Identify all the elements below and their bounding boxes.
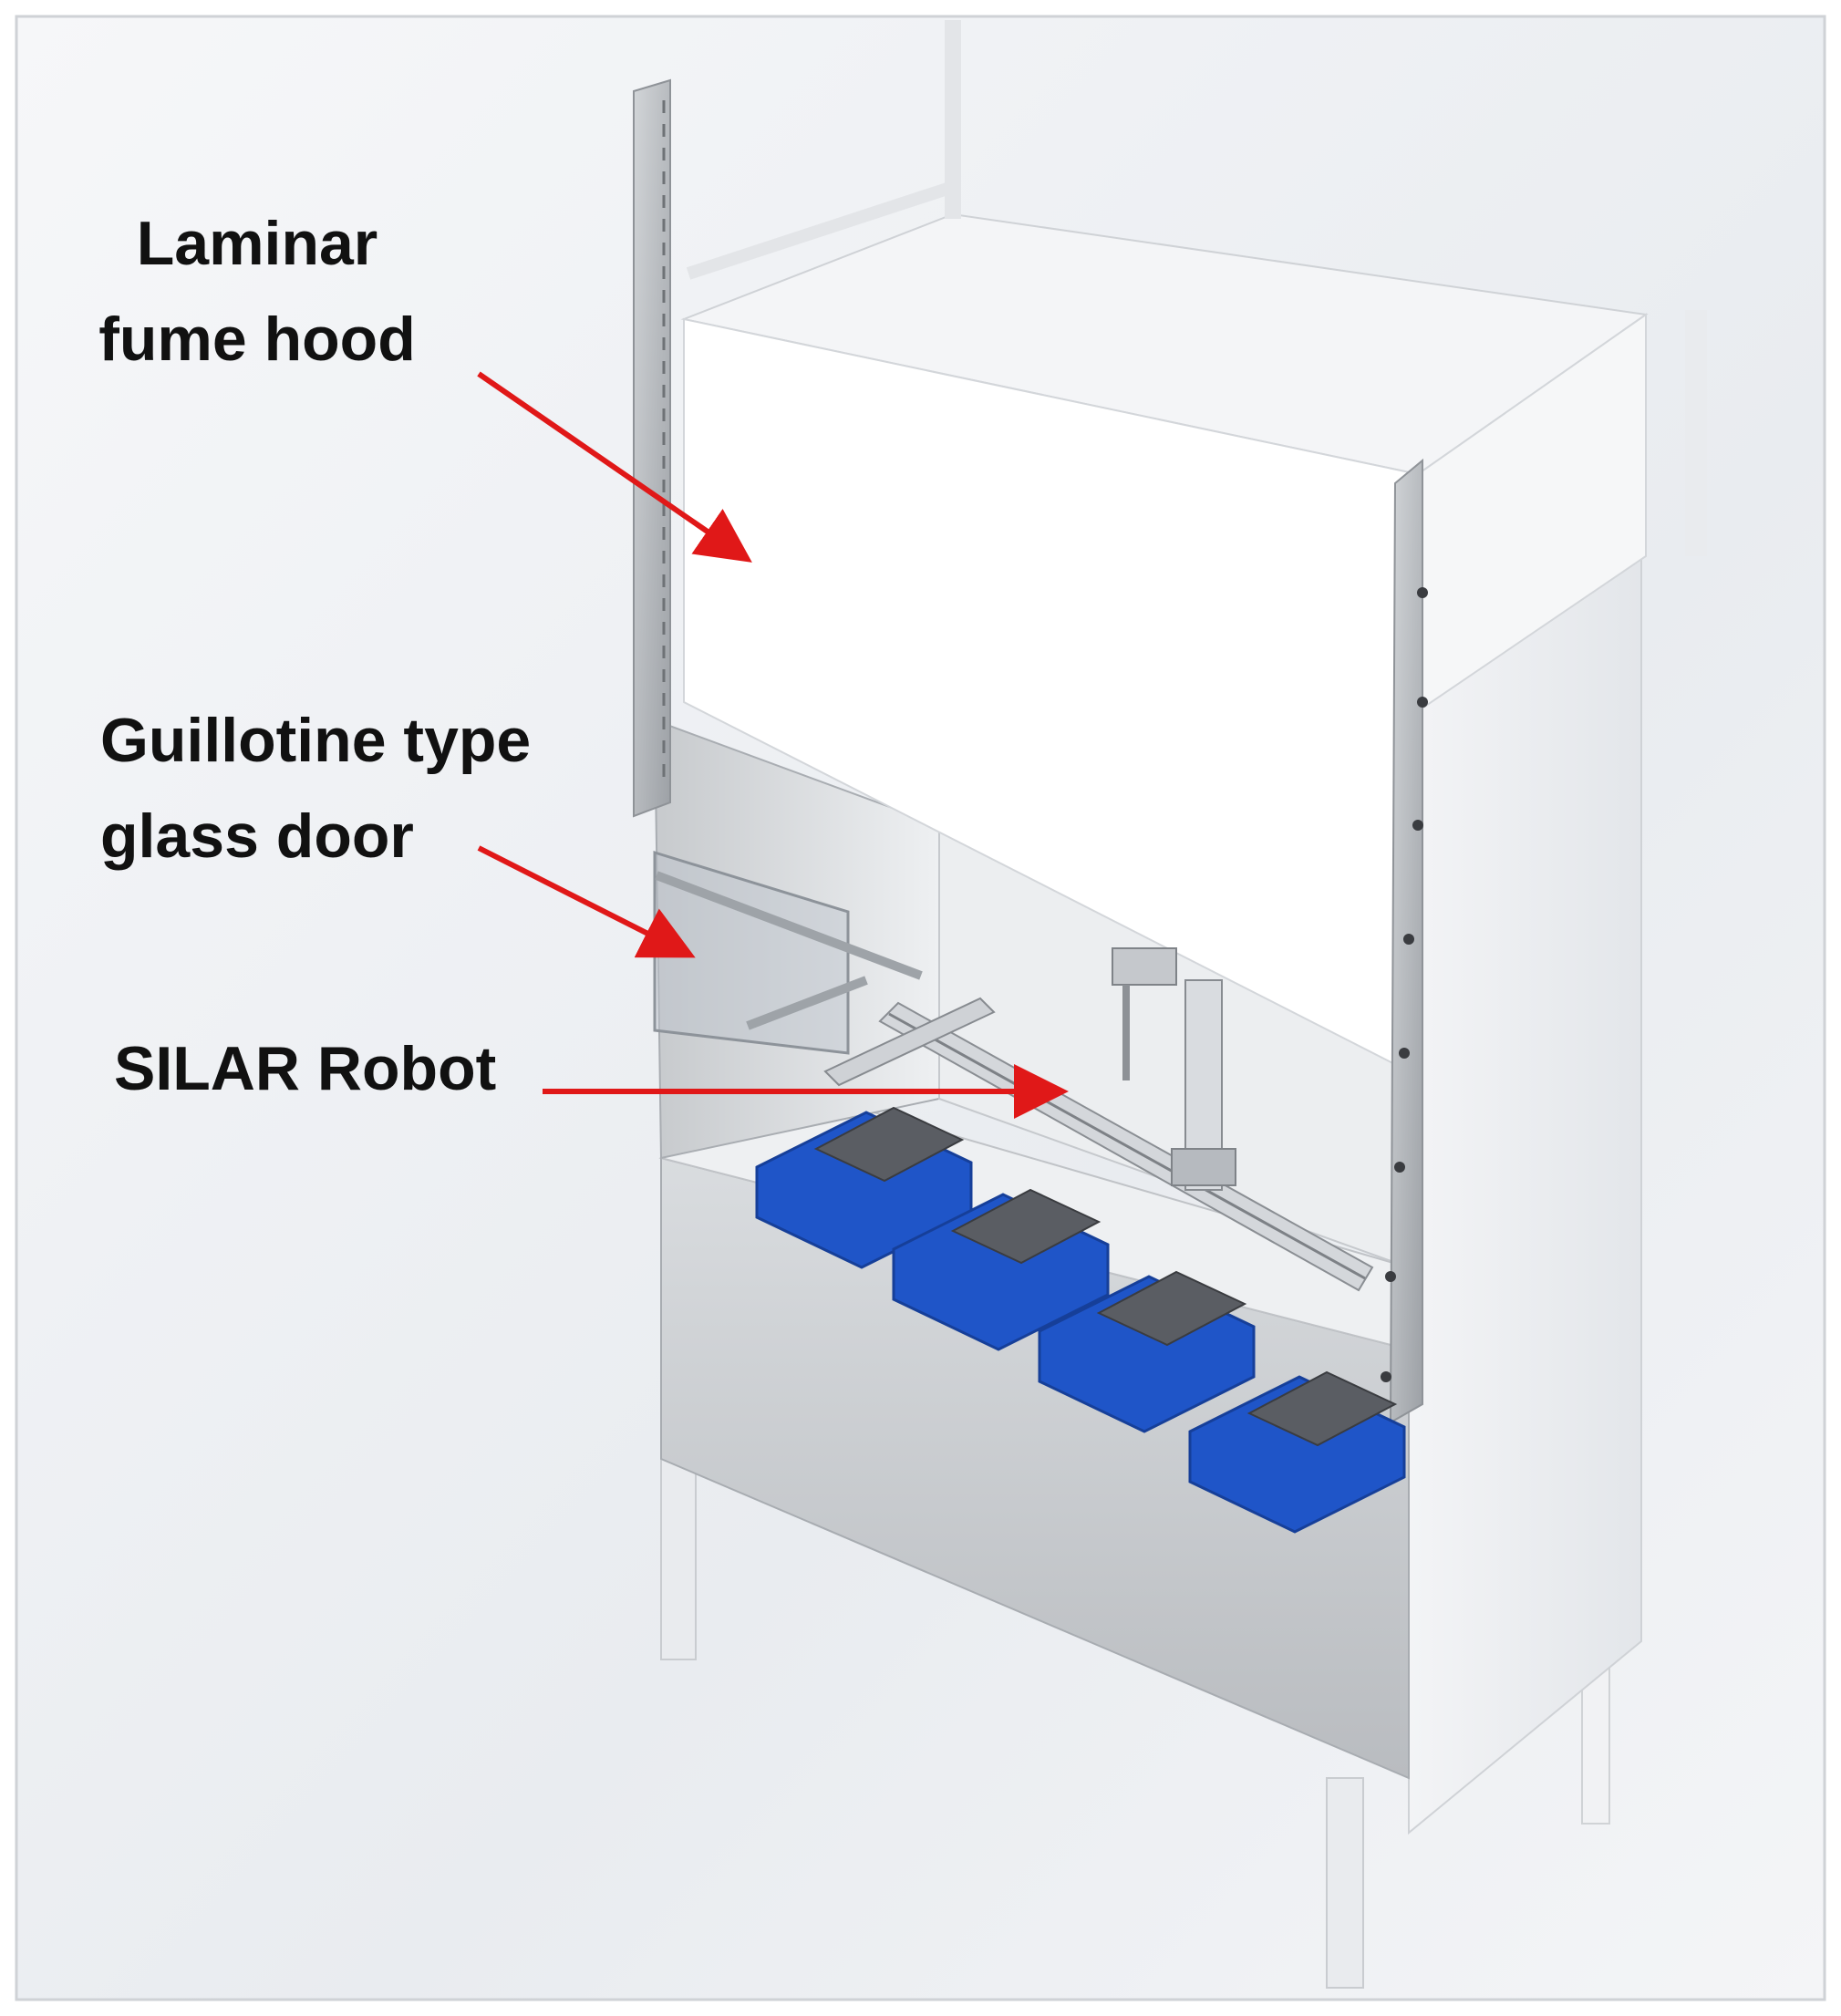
robot-carriage bbox=[1171, 1148, 1236, 1186]
label-fume-hood-line1: Laminar bbox=[137, 209, 378, 278]
arrow-glass-door bbox=[477, 845, 696, 958]
door-frame-bar bbox=[655, 871, 923, 980]
callout-arrows bbox=[477, 371, 1069, 1119]
arrow-fume-hood bbox=[477, 371, 752, 563]
left-vertical-rail bbox=[633, 78, 671, 818]
robot-dipping-head bbox=[1112, 947, 1177, 986]
cabinet-leg bbox=[1326, 1777, 1364, 1989]
silar-robot bbox=[823, 947, 1374, 1292]
label-fume-hood-line2: fume hood bbox=[98, 305, 416, 374]
robot-rail-groove bbox=[888, 1012, 1366, 1280]
label-silar-robot: SILAR Robot bbox=[114, 1034, 496, 1103]
upper-frame-bar bbox=[686, 181, 956, 280]
hotplates bbox=[755, 1106, 1406, 1534]
cabinet-leg bbox=[660, 1449, 697, 1660]
door-frame-bar bbox=[746, 976, 868, 1030]
callout-labels: Laminar fume hood Guillotine type glass … bbox=[98, 209, 531, 1103]
right-rail-screws bbox=[1381, 587, 1428, 1382]
hotplate bbox=[1188, 1370, 1406, 1534]
label-glass-door-line1: Guillotine type bbox=[100, 706, 531, 775]
hotplate bbox=[1038, 1270, 1256, 1433]
robot-cross-arm bbox=[823, 997, 996, 1087]
label-glass-door-line2: glass door bbox=[100, 801, 414, 871]
hotplate bbox=[892, 1188, 1110, 1351]
